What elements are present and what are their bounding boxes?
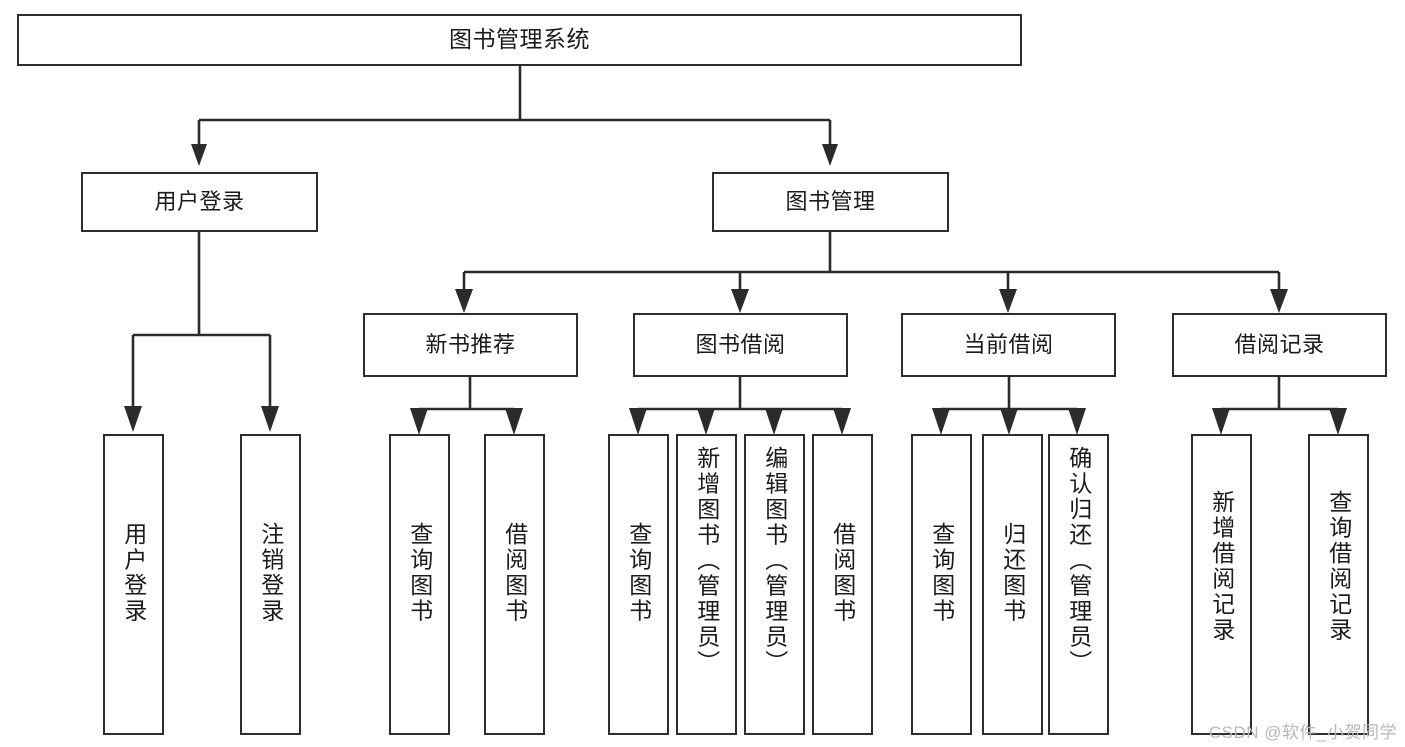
leaf-borrow-query-book-label: 查询图书 xyxy=(625,522,652,624)
node-root-label: 图书管理系统 xyxy=(449,26,590,53)
leaf-newbook-borrow-book-label: 借阅图书 xyxy=(501,522,528,624)
arrow-current-leaf-2 xyxy=(1000,408,1018,435)
arrow-bookmgmt-child-2 xyxy=(731,289,749,313)
arrow-bookmgmt-child-4 xyxy=(1270,289,1288,313)
leaf-record-add-record-label: 新增借阅记录 xyxy=(1208,490,1235,643)
leaf-record-query-record[interactable]: 查询借阅记录 xyxy=(1308,434,1369,735)
leaf-current-query-book-label: 查询图书 xyxy=(928,522,955,624)
leaf-current-query-book[interactable]: 查询图书 xyxy=(911,434,972,735)
arrow-record-leaf-1 xyxy=(1212,408,1230,435)
node-current-borrow-label: 当前借阅 xyxy=(963,332,1054,358)
arrow-to-bookmgmt xyxy=(822,144,838,166)
node-borrow-record-label: 借阅记录 xyxy=(1234,332,1325,358)
arrow-userlogin-leaf-1 xyxy=(124,406,142,432)
leaf-borrow-borrow-book[interactable]: 借阅图书 xyxy=(812,434,873,735)
arrow-bookmgmt-child-1 xyxy=(455,289,473,313)
leaf-borrow-add-book-admin-label: 新增图书（管理员） xyxy=(693,446,720,676)
leaf-borrow-query-book[interactable]: 查询图书 xyxy=(608,434,669,735)
leaf-current-return-book-label: 归还图书 xyxy=(999,522,1026,624)
arrow-borrow-leaf-3 xyxy=(765,408,783,435)
leaf-current-confirm-return-admin[interactable]: 确认归还（管理员） xyxy=(1048,434,1109,735)
node-user-login-label: 用户登录 xyxy=(154,189,245,215)
node-new-book-recommend-label: 新书推荐 xyxy=(425,332,516,358)
node-user-login[interactable]: 用户登录 xyxy=(81,172,318,232)
leaf-newbook-query-book[interactable]: 查询图书 xyxy=(389,434,450,735)
leaf-record-add-record[interactable]: 新增借阅记录 xyxy=(1191,434,1252,735)
leaf-borrow-edit-book-admin-label: 编辑图书（管理员） xyxy=(761,446,788,676)
node-current-borrow[interactable]: 当前借阅 xyxy=(901,313,1116,377)
node-book-management-label: 图书管理 xyxy=(785,189,876,215)
node-root[interactable]: 图书管理系统 xyxy=(17,14,1022,66)
leaf-borrow-edit-book-admin[interactable]: 编辑图书（管理员） xyxy=(744,434,805,735)
leaf-user-login-signout[interactable]: 注销登录 xyxy=(240,434,301,735)
leaf-user-login-signin-label: 用户登录 xyxy=(120,522,147,624)
leaf-current-return-book[interactable]: 归还图书 xyxy=(982,434,1043,735)
node-book-management[interactable]: 图书管理 xyxy=(712,172,949,232)
leaf-borrow-add-book-admin[interactable]: 新增图书（管理员） xyxy=(676,434,737,735)
node-borrow-record[interactable]: 借阅记录 xyxy=(1172,313,1387,377)
arrow-bookmgmt-child-3 xyxy=(999,289,1017,313)
leaf-newbook-query-book-label: 查询图书 xyxy=(406,522,433,624)
leaf-record-query-record-label: 查询借阅记录 xyxy=(1325,490,1352,643)
arrow-current-leaf-3 xyxy=(1068,408,1086,435)
leaf-current-confirm-return-admin-label: 确认归还（管理员） xyxy=(1065,446,1092,676)
leaf-newbook-borrow-book[interactable]: 借阅图书 xyxy=(484,434,545,735)
arrow-borrow-leaf-4 xyxy=(833,408,851,435)
node-book-borrow-label: 图书借阅 xyxy=(695,332,786,358)
arrow-borrow-leaf-2 xyxy=(697,408,715,435)
arrow-current-leaf-1 xyxy=(932,408,950,435)
arrow-newbook-leaf-1 xyxy=(410,408,428,435)
node-book-borrow[interactable]: 图书借阅 xyxy=(633,313,848,377)
watermark-text: CSDN @软件_小贺同学 xyxy=(1208,723,1397,742)
leaf-user-login-signout-label: 注销登录 xyxy=(257,522,284,624)
arrow-userlogin-leaf-2 xyxy=(261,406,279,432)
arrow-newbook-leaf-2 xyxy=(505,408,523,435)
leaf-user-login-signin[interactable]: 用户登录 xyxy=(103,434,164,735)
node-new-book-recommend[interactable]: 新书推荐 xyxy=(363,313,578,377)
arrow-to-userlogin xyxy=(191,144,207,166)
arrow-borrow-leaf-1 xyxy=(629,408,647,435)
leaf-borrow-borrow-book-label: 借阅图书 xyxy=(829,522,856,624)
arrow-record-leaf-2 xyxy=(1329,408,1347,435)
